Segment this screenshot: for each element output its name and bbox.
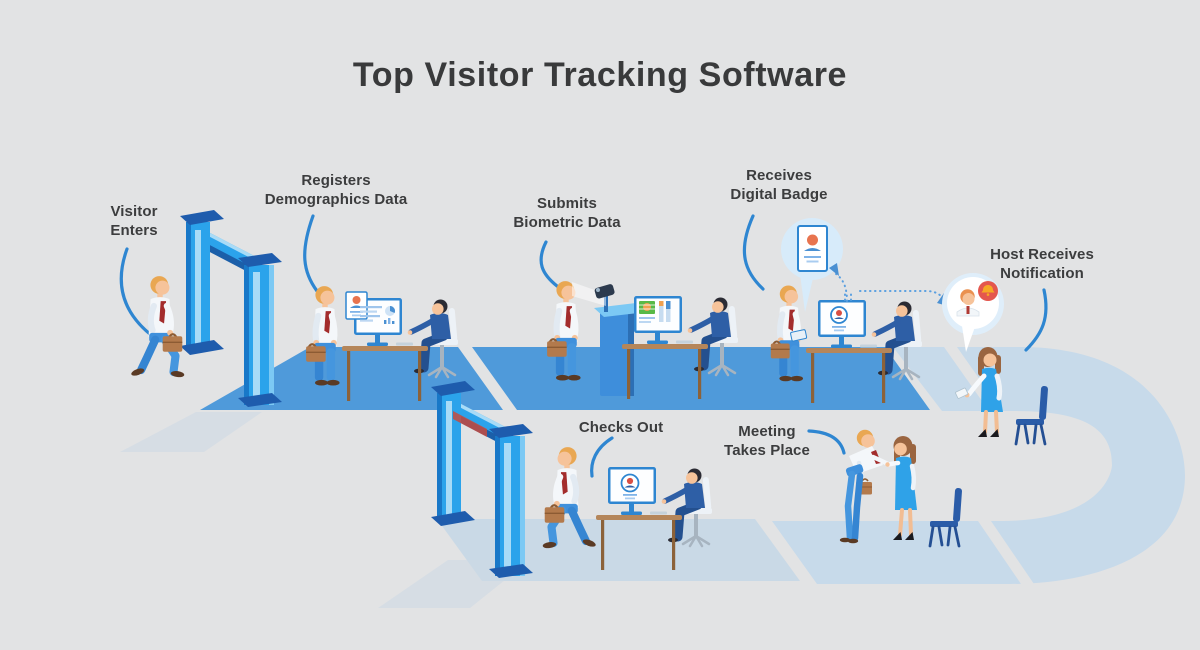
scene-checkout [431, 381, 712, 578]
biometric-kiosk [572, 282, 646, 396]
callout-meeting [807, 429, 846, 455]
label-submits-biometric: Submits Biometric Data [513, 195, 621, 232]
biometric-screen-content [639, 301, 671, 323]
meeting-visitor-figure [839, 429, 892, 544]
gate-scanner-strip [453, 411, 487, 437]
exit-gate-shadow [378, 560, 530, 608]
scene-biometric [547, 281, 738, 399]
scene-meeting [839, 429, 964, 548]
meeting-host-figure [885, 436, 917, 540]
path-segment-return [437, 519, 800, 581]
callout-visitor-enters [119, 247, 157, 340]
notification-bell-icon [942, 273, 1004, 352]
callout-curves [119, 214, 1048, 478]
path-segment-uturn [772, 347, 1185, 584]
badge-screen-content [830, 306, 848, 332]
registration-screen-content [345, 291, 396, 324]
callout-submits [539, 240, 559, 288]
label-meeting-takes-place: Meeting Takes Place [724, 423, 810, 460]
callout-receives-badge [742, 214, 765, 291]
callout-checks-out [590, 436, 614, 478]
scene-digital-badge [771, 218, 951, 403]
entry-gate [180, 210, 282, 407]
label-receives-digital-badge: Receives Digital Badge [730, 167, 828, 204]
path-gap-stripe [458, 347, 517, 410]
scene-host-notification [942, 273, 1050, 446]
page-title: Top Visitor Tracking Software [352, 56, 848, 94]
host-figure [955, 347, 1003, 437]
path-gap-stripe [978, 521, 1034, 584]
walking-visitor-figure [130, 276, 184, 378]
visitor-phone [790, 329, 808, 342]
digital-badge-icon [781, 218, 843, 312]
checkout-screen-content [620, 473, 640, 500]
visitor-flow-path [120, 347, 1185, 608]
label-checks-out: Checks Out [578, 419, 664, 436]
scene-registration [306, 286, 458, 401]
sync-dotted-arrows [829, 263, 951, 307]
label-host-receives-notification: Host Receives Notification [990, 246, 1094, 283]
label-visitor-enters: Visitor Enters [110, 203, 158, 240]
host-phone [955, 387, 969, 399]
callout-host [1024, 288, 1048, 352]
callout-registers [303, 214, 319, 293]
label-registers-demographics: Registers Demographics Data [264, 172, 408, 209]
exit-gate [431, 381, 533, 578]
scanner-beam [572, 282, 606, 306]
entry-gate-shadow [120, 412, 262, 452]
